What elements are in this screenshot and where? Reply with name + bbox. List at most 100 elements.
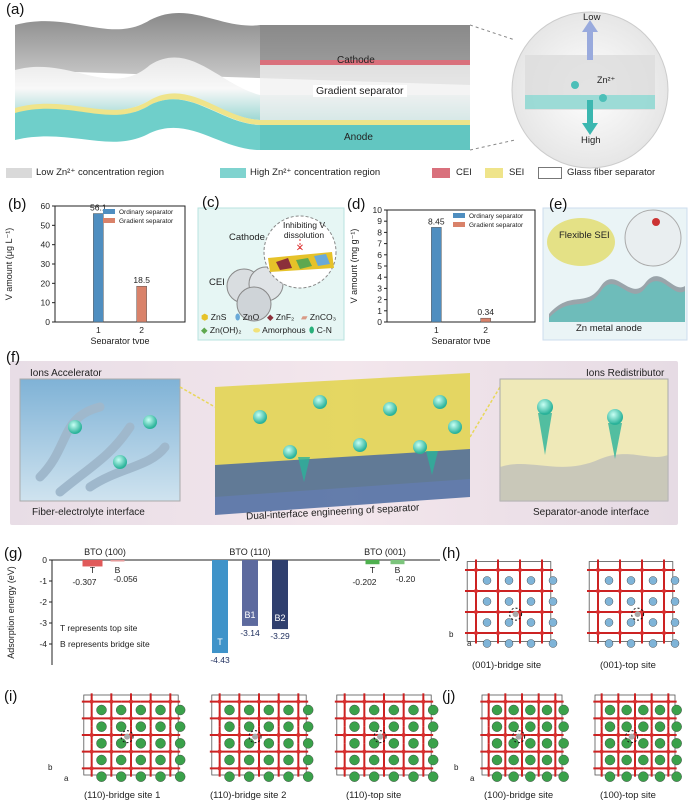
panel-f-illustration — [10, 361, 678, 525]
ba-atom — [558, 704, 569, 716]
bar-BTO (001)-T — [365, 560, 380, 565]
o-atom — [520, 749, 524, 754]
ba-atom — [388, 754, 400, 766]
caption-001-bridge: (001)-bridge site — [472, 660, 542, 671]
o-atom — [503, 716, 508, 721]
bar-2 — [480, 317, 491, 323]
o-atom — [401, 699, 406, 704]
ba-atom — [243, 738, 255, 749]
panel-label-i: (i) — [4, 688, 18, 705]
legend-swatch-glass-fiber — [538, 167, 562, 179]
ti-atom — [604, 618, 614, 627]
o-atom — [168, 749, 173, 754]
bar-site-label: T — [370, 565, 375, 575]
o-atom — [618, 568, 622, 572]
bar-BTO (110)-B1 — [242, 560, 258, 626]
legend-swatch — [103, 209, 115, 214]
group-label: BTO (110) — [229, 547, 270, 557]
o-atom — [540, 568, 544, 572]
ba-atom — [427, 771, 439, 782]
o-atom — [503, 733, 508, 737]
ti-atom — [648, 618, 658, 627]
o-atom — [486, 716, 491, 721]
o-atom — [640, 589, 644, 593]
ti-atom — [504, 597, 514, 606]
ba-atom — [302, 704, 314, 716]
ba-atom — [135, 704, 147, 716]
ba-atom — [508, 738, 519, 749]
o-atom — [503, 699, 508, 704]
y-tick-label: 8 — [377, 227, 382, 237]
ti-atom — [604, 639, 614, 648]
ba-atom — [388, 721, 400, 732]
ba-atom — [638, 704, 649, 716]
o-atom — [649, 749, 654, 754]
group-label: BTO (100) — [84, 547, 126, 557]
y-tick-label: 60 — [41, 201, 51, 211]
o-atom — [599, 733, 604, 737]
o-atom — [618, 610, 622, 614]
ba-atom — [621, 721, 632, 732]
ba-atom — [558, 754, 569, 766]
legend-swatch — [453, 213, 465, 218]
o-atom — [616, 716, 621, 721]
panel-h: (h) (001)-bridge site (001)-top site b a — [440, 543, 689, 678]
o-atom — [168, 733, 173, 737]
o-atom — [148, 716, 153, 721]
panel-a-illustration — [15, 11, 669, 169]
zn-adsorption-site — [120, 730, 134, 744]
axis-b-label-i: b — [48, 763, 53, 772]
zn-atom — [634, 611, 641, 618]
o-atom — [421, 699, 426, 704]
o-atom — [276, 716, 281, 721]
o-atom — [536, 766, 541, 771]
o-atom — [520, 766, 524, 771]
ti-atom — [548, 597, 558, 606]
ba-atom — [638, 738, 649, 749]
ba-atom — [155, 721, 166, 732]
o-atom — [553, 699, 558, 704]
o-atom — [421, 749, 426, 754]
ba-atom — [388, 704, 400, 716]
anode-label: Anode — [344, 132, 373, 143]
legend-label: Gradient separator — [469, 222, 524, 229]
panel-c: ✕ (c) Cathode CEI Inhibiting V dissoluti… — [196, 194, 346, 342]
panel-label-f: (f) — [6, 349, 21, 366]
ba-atom — [368, 771, 380, 782]
cei-label-c: CEI — [209, 277, 225, 288]
o-atom — [536, 699, 541, 704]
ba-atom — [654, 704, 666, 716]
caption-100-top: (100)-top site — [600, 790, 656, 801]
panel-e: (e) Flexible SEI Zn metal anode — [541, 194, 689, 344]
legend-glass-fiber-label: Glass fiber separator — [567, 167, 656, 178]
ba-atom — [408, 754, 419, 766]
ti-atom — [648, 576, 658, 585]
ba-atom — [96, 704, 107, 716]
ba-atom — [654, 738, 666, 749]
ba-atom — [408, 771, 419, 782]
bar-1 — [431, 227, 442, 323]
sei-layer — [15, 93, 470, 125]
o-atom — [474, 631, 478, 635]
ti-atom — [504, 618, 514, 627]
o-atom — [666, 699, 671, 704]
axis-b-label-j: b — [454, 763, 459, 772]
ti-atom — [526, 618, 536, 627]
ba-atom — [263, 754, 275, 766]
o-atom — [342, 716, 347, 721]
ba-atom — [491, 738, 503, 749]
o-atom — [649, 733, 654, 737]
y-tick-label: 50 — [41, 220, 51, 230]
o-atom — [296, 716, 301, 721]
ba-atom — [671, 721, 682, 732]
o-atom — [496, 610, 500, 614]
o-atom — [474, 610, 478, 614]
caption-100-bridge: (100)-bridge site — [484, 790, 554, 801]
y-tick-label: -2 — [39, 597, 47, 607]
legend-swatch-sei — [485, 168, 503, 178]
o-atom — [89, 766, 94, 771]
o-atom — [618, 589, 622, 593]
ba-atom — [135, 721, 147, 732]
ba-atom — [349, 721, 360, 732]
